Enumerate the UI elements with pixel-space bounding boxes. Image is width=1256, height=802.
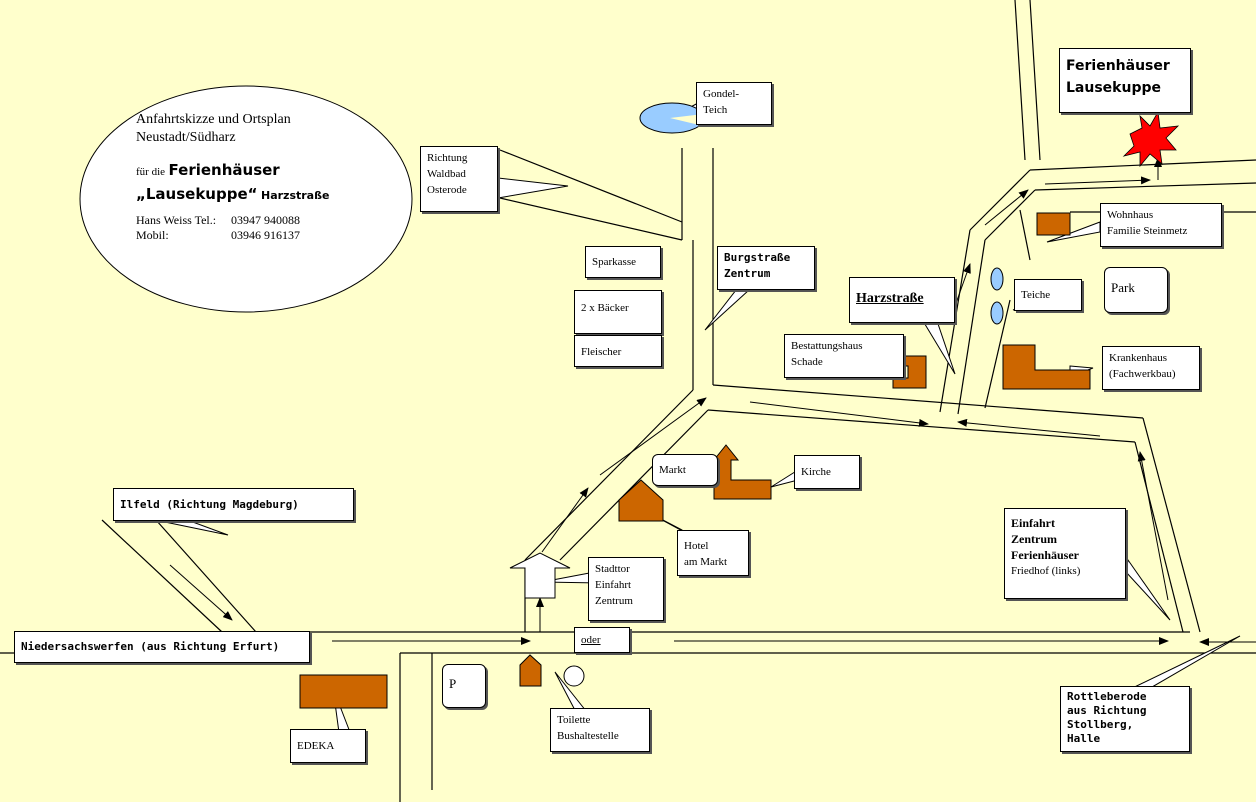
title-fuer-die: für die: [136, 166, 166, 178]
ferienhaus-location-star-icon: [1122, 110, 1180, 168]
hotel-building: [618, 479, 664, 522]
label-edeka: EDEKA: [290, 729, 366, 763]
teich-pond-2: [990, 301, 1004, 325]
edeka-building: [299, 674, 388, 709]
title-block: Anfahrtskizze und Ortsplan Neustadt/Südh…: [136, 111, 329, 243]
label-einfahrt-ferienhaeuser: Einfahrt Zentrum Ferienhäuser Friedhof (…: [1004, 508, 1126, 599]
stadttor-gate-icon: [509, 552, 571, 599]
bus-stop-icon: [563, 665, 585, 687]
wohnhaus-building: [1036, 212, 1071, 236]
label-harzstrasse: Harzstraße: [849, 277, 955, 323]
parking-sign: P: [442, 664, 486, 708]
tel-label: Hans Weiss Tel.:: [136, 213, 217, 227]
title-line-1: Anfahrtskizze und Ortsplan: [136, 112, 291, 127]
mobil-label: Mobil:: [136, 228, 169, 242]
tel-number: 03947 940088: [231, 213, 300, 227]
title-harzstrasse: Harzstraße: [260, 189, 330, 202]
label-baecker: 2 x Bäcker: [574, 290, 662, 334]
label-oder: oder: [574, 627, 630, 653]
label-ilfeld: Ilfeld (Richtung Magdeburg): [113, 488, 354, 521]
direction-arrows: [169, 157, 1256, 646]
label-krankenhaus: Krankenhaus(Fachwerkbau): [1102, 346, 1200, 390]
label-kirche: Kirche: [794, 455, 860, 489]
church-building: [713, 444, 772, 500]
label-teiche: Teiche: [1014, 279, 1082, 311]
label-sparkasse: Sparkasse: [585, 246, 661, 278]
title-lausekuppe: „Lausekuppe“: [136, 185, 258, 203]
title-ferienhaeuser: Ferienhäuser: [168, 161, 280, 179]
teich-pond-1: [990, 267, 1004, 291]
title-line-2: Neustadt/Südharz: [136, 130, 236, 145]
krankenhaus-building: [1002, 344, 1091, 390]
mobil-number: 03946 916137: [231, 228, 300, 242]
title-oval: [79, 85, 413, 313]
label-park: Park: [1104, 267, 1168, 313]
label-gondelteich: Gondel-Teich: [696, 82, 772, 125]
label-niedersachswerfen: Niedersachswerfen (aus Richtung Erfurt): [14, 631, 310, 663]
toilet-building: [519, 654, 542, 687]
buildings: [299, 212, 1091, 709]
label-markt: Markt: [652, 454, 718, 486]
label-fleischer: Fleischer: [574, 335, 662, 367]
